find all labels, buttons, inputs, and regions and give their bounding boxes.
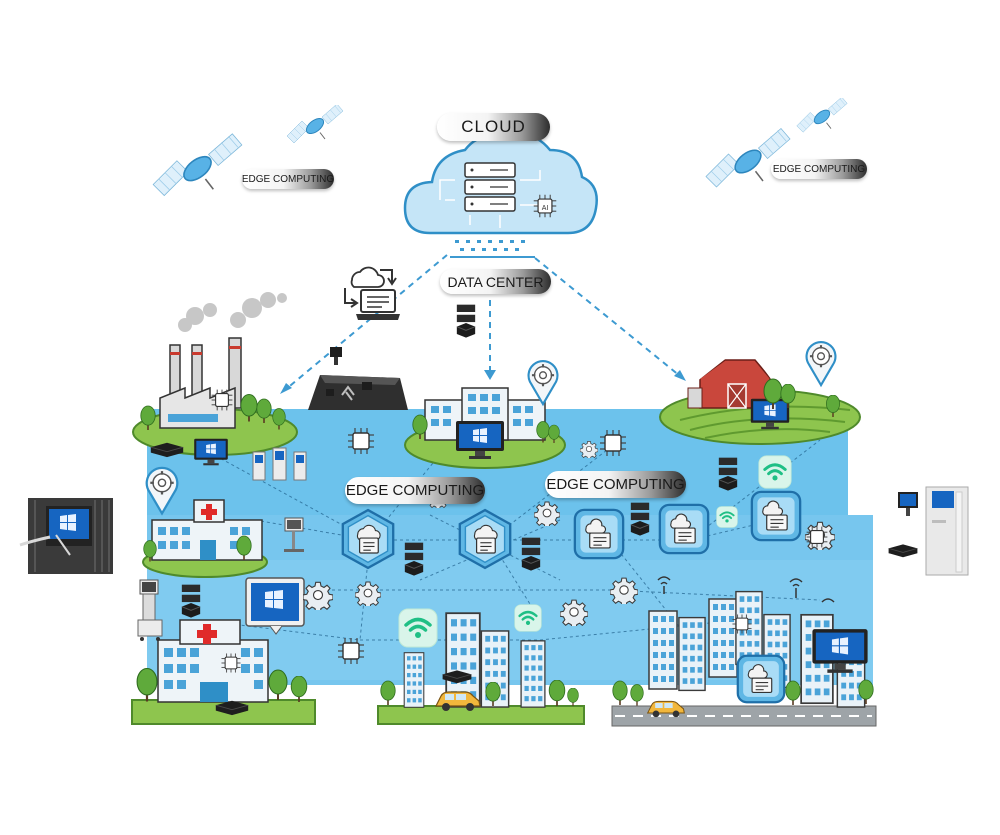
factory-icon <box>159 337 242 429</box>
wifi-icon-2 <box>514 604 542 632</box>
wifi-icon-3 <box>758 455 792 489</box>
edge-computing-label-right: EDGE COMPUTING <box>545 471 686 498</box>
server-stack-icon-4 <box>718 457 738 492</box>
rack-cabinet-device <box>19 498 113 574</box>
edge-computing-label-left: EDGE COMPUTING <box>345 477 485 504</box>
data-center-dots <box>450 240 535 258</box>
cloud-label: CLOUD <box>437 113 550 141</box>
arrow-head-left <box>280 383 292 394</box>
satellite-icon-left-small <box>286 105 344 144</box>
hospital-bottom-icon <box>157 619 269 703</box>
laptop-icon <box>344 266 400 320</box>
farm-island <box>659 340 861 445</box>
city-skyline-island <box>611 576 877 727</box>
kiosk-terminal-device <box>888 486 969 576</box>
medical-cart-icon-left <box>137 579 163 641</box>
edge-node-icon-1 <box>341 508 395 570</box>
cloud-server-icon: AI <box>403 133 598 235</box>
gear-icon-2 <box>303 581 333 610</box>
server-stack-icon <box>456 304 476 339</box>
edge-node-icon-city <box>736 654 786 704</box>
industrial-camera-inset <box>308 347 408 410</box>
office-tower-3 <box>520 640 546 708</box>
location-pin-icon-office <box>527 359 559 406</box>
edge-node-icon-5 <box>750 490 802 542</box>
office-tower-4 <box>403 652 425 708</box>
chip-label: AI <box>542 205 549 212</box>
hospital-island <box>142 466 304 578</box>
farm-barn-icon <box>687 357 774 409</box>
location-pin-icon-farm <box>805 340 837 387</box>
wifi-icon-1 <box>398 608 438 648</box>
antenna-icons <box>657 576 835 603</box>
server-stack-icon-2 <box>521 537 541 572</box>
mini-pc-icon-side <box>888 543 918 558</box>
data-center-arrows <box>284 254 681 391</box>
edge-computing-satellite-label-left: EDGE COMPUTING <box>242 169 334 189</box>
edge-node-icon-3 <box>573 508 625 560</box>
factory-island <box>132 292 298 466</box>
wifi-icon-4 <box>716 506 738 528</box>
office-island <box>404 359 566 469</box>
gear-icon-5 <box>560 599 588 626</box>
gear-icon-4 <box>534 501 560 526</box>
kiosk-icons <box>252 447 307 481</box>
edge-computing-satellite-label-right: EDGE COMPUTING <box>771 159 867 179</box>
satellite-icon-right-small <box>796 98 848 133</box>
gear-icon-3 <box>355 581 381 606</box>
gear-icon-8 <box>580 441 598 458</box>
server-stack-icon-1 <box>404 542 424 577</box>
skyline-tower-2 <box>678 616 706 692</box>
gear-icon-6 <box>610 577 638 604</box>
edge-node-icon-2 <box>458 508 512 570</box>
medical-cart-icon <box>284 517 304 552</box>
skyline-tower-3 <box>708 597 738 679</box>
skyline-tower-1 <box>648 609 678 691</box>
city-center-island <box>377 612 585 725</box>
satellite-icon-left-large <box>152 132 243 197</box>
monitor-icon-hospital <box>245 577 305 635</box>
server-stack-icon-5 <box>181 584 201 619</box>
arrow-head-right <box>674 370 686 381</box>
edge-node-icon-4 <box>658 503 710 555</box>
hospital-bottom-island <box>131 577 316 725</box>
arrow-head-center <box>484 370 496 380</box>
data-center-label: DATA CENTER <box>440 269 551 294</box>
server-stack-icon-3 <box>630 502 650 537</box>
